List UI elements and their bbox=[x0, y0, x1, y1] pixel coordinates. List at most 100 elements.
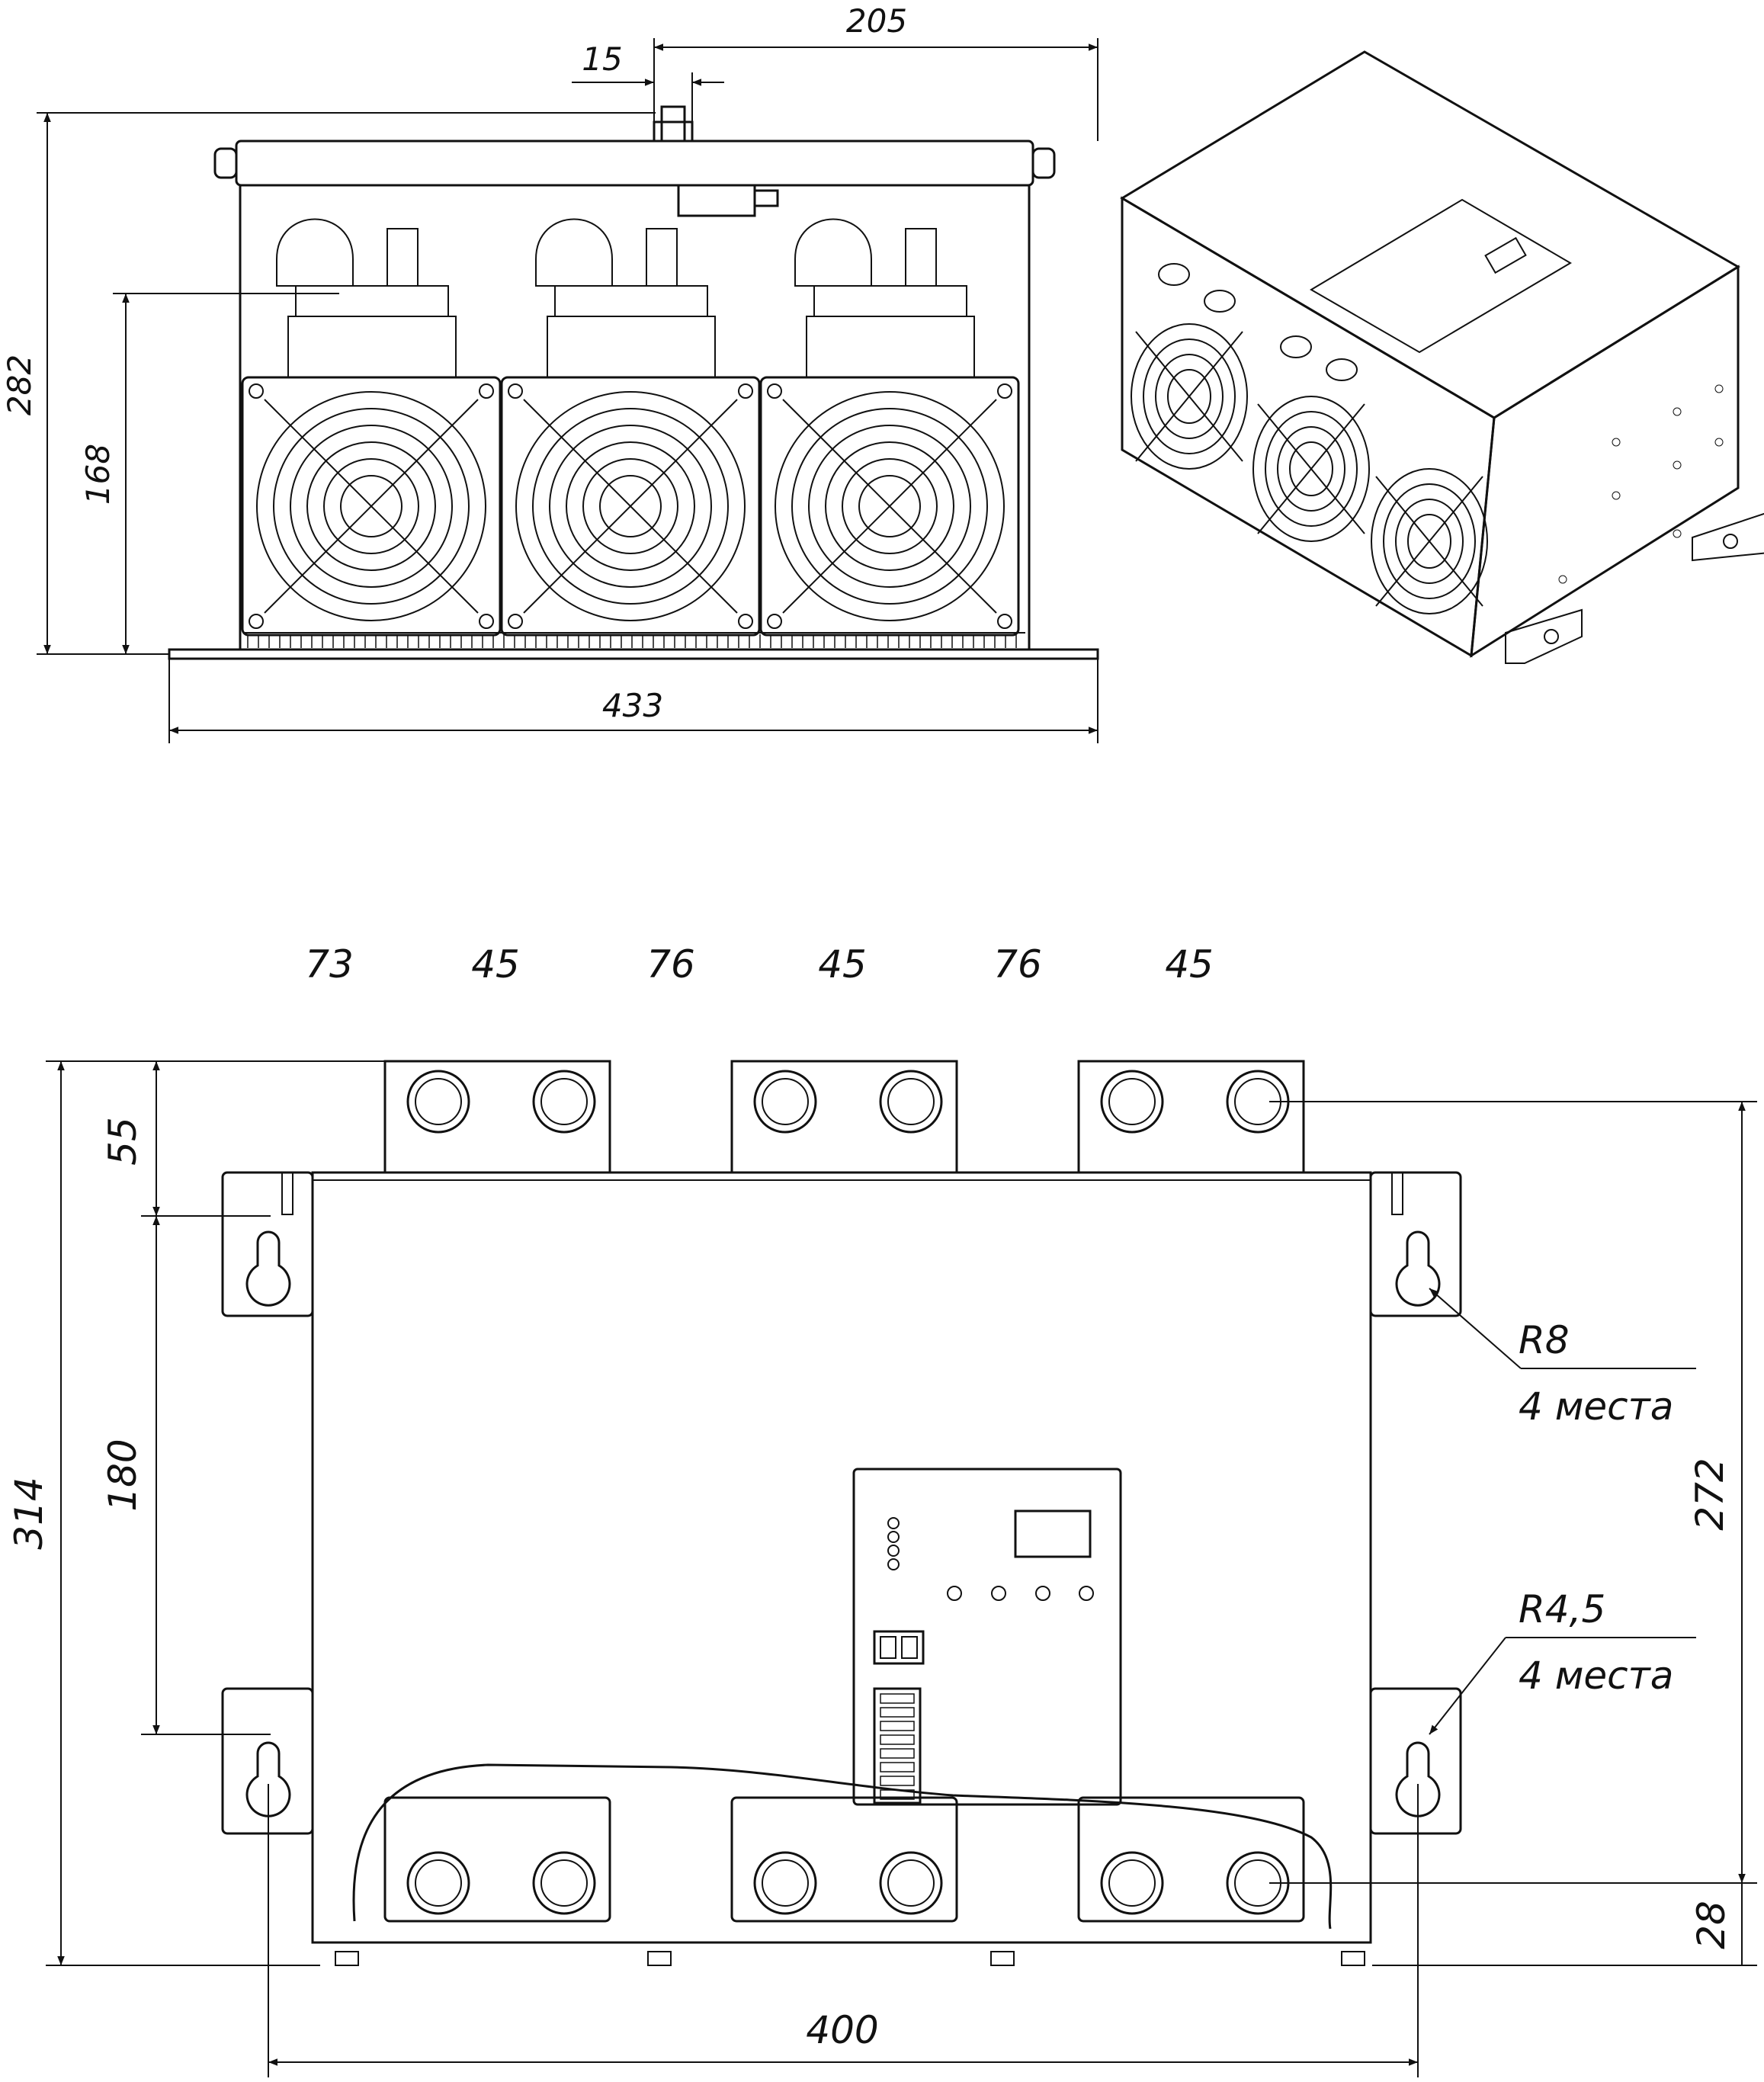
iso-bolt bbox=[1326, 358, 1358, 381]
iso-fan-ring bbox=[1167, 369, 1211, 424]
base-foot bbox=[990, 1951, 1015, 1966]
lifting-ring bbox=[794, 218, 872, 287]
iso-fan-ring bbox=[1371, 468, 1488, 614]
fan-grill-ring bbox=[791, 408, 988, 605]
top-cover bbox=[235, 140, 1034, 187]
dim-314-label: 314 bbox=[7, 1477, 51, 1549]
keyhole bbox=[245, 1230, 291, 1307]
bolt-outer bbox=[406, 1851, 470, 1915]
bolt-inner bbox=[762, 1078, 809, 1125]
button-dot bbox=[1079, 1586, 1094, 1601]
busbars-bottom bbox=[383, 1796, 1305, 1923]
busbar bbox=[383, 1060, 611, 1173]
iso-fan-ring bbox=[1155, 354, 1224, 439]
dim-55: 55 bbox=[101, 1061, 271, 1217]
terminal-body bbox=[547, 316, 716, 378]
top-connector bbox=[660, 105, 686, 143]
button-dot bbox=[947, 1586, 962, 1601]
fan-grill-ring bbox=[599, 475, 662, 537]
fan-strut bbox=[523, 399, 738, 614]
callout-r45: R4,5 4 места bbox=[1429, 1587, 1696, 1735]
dim-180: 180 bbox=[101, 1216, 271, 1735]
iso-control-panel bbox=[1310, 198, 1572, 354]
bolt-inner bbox=[1108, 1859, 1156, 1907]
fan-screw bbox=[767, 614, 782, 629]
led bbox=[887, 1531, 900, 1543]
bolt-inner bbox=[1108, 1078, 1156, 1125]
bolt bbox=[386, 228, 419, 287]
terminal-top bbox=[295, 285, 449, 317]
base-foot bbox=[647, 1951, 672, 1966]
main-body bbox=[311, 1171, 1372, 1944]
led bbox=[887, 1545, 900, 1557]
callout-r8: R8 4 места bbox=[1429, 1288, 1696, 1429]
callout-r8-label: R8 bbox=[1519, 1318, 1570, 1362]
dim-272: 272 bbox=[1269, 1101, 1757, 1884]
fan-grill-ring bbox=[858, 475, 921, 537]
isometric-view bbox=[1120, 50, 1764, 664]
fan-grill-ring bbox=[515, 391, 746, 621]
fan-screw bbox=[249, 614, 264, 629]
lifting-ring bbox=[535, 218, 613, 287]
bolt-outer bbox=[879, 1070, 943, 1134]
dim-400: 400 bbox=[268, 1784, 1419, 2077]
bolt-outer bbox=[406, 1070, 470, 1134]
fan-grill-ring bbox=[256, 391, 486, 621]
dim-15-label: 15 bbox=[582, 40, 622, 78]
iso-fans bbox=[1131, 263, 1488, 614]
dim-400-label: 400 bbox=[806, 2008, 878, 2052]
panel-leds bbox=[887, 1517, 1094, 1601]
front-view: 205 15 282 168 433 bbox=[1, 2, 1099, 743]
keyhole bbox=[245, 1741, 291, 1817]
dim-45a-label: 45 bbox=[471, 942, 520, 986]
base-foot bbox=[1341, 1951, 1365, 1966]
iso-screw bbox=[1673, 407, 1682, 416]
fan-grill-ring bbox=[532, 408, 729, 605]
fan-grill-ring bbox=[582, 458, 678, 554]
dim-168: 168 bbox=[79, 293, 339, 654]
fan-grill-ring bbox=[808, 425, 971, 588]
bolt-inner bbox=[415, 1078, 462, 1125]
fan-grill-ring bbox=[566, 441, 695, 571]
fan-screw bbox=[767, 383, 782, 399]
fan-grill-ring bbox=[340, 475, 403, 537]
iso-fan-strut bbox=[1257, 403, 1365, 534]
iso-right-face bbox=[1470, 265, 1740, 658]
right-knob bbox=[1031, 147, 1056, 179]
base-foot bbox=[335, 1951, 359, 1966]
bolt-outer bbox=[1100, 1851, 1164, 1915]
fan-screw bbox=[479, 383, 494, 399]
bolt-outer bbox=[532, 1851, 596, 1915]
terminal-pin bbox=[880, 1693, 915, 1704]
fan-grill-ring bbox=[306, 441, 436, 571]
terminal-pin bbox=[880, 1734, 915, 1745]
iso-front-face bbox=[1121, 196, 1496, 658]
iso-fan-ring bbox=[1395, 499, 1464, 584]
keyhole-slots bbox=[245, 1230, 1441, 1817]
cutaway-outline bbox=[352, 1763, 1333, 1930]
dim-28: 28 bbox=[1372, 1883, 1757, 1966]
dim-76a-label: 76 bbox=[646, 942, 695, 986]
mount-tab-tl bbox=[221, 1171, 314, 1317]
iso-fan-ring bbox=[1143, 338, 1236, 454]
bolt-outer bbox=[753, 1070, 817, 1134]
bolt bbox=[905, 228, 937, 287]
bolt-inner bbox=[415, 1859, 462, 1907]
fan-grill-ring bbox=[549, 425, 712, 588]
fan-screw bbox=[997, 383, 1012, 399]
dim-45c-label: 45 bbox=[1165, 942, 1214, 986]
iso-fan-strut bbox=[1135, 331, 1243, 462]
mount-tab-br bbox=[1369, 1687, 1462, 1835]
dim-272-label: 272 bbox=[1688, 1458, 1732, 1530]
fan-strut bbox=[264, 399, 479, 614]
iso-fan-ring bbox=[1383, 483, 1476, 599]
bolt-inner bbox=[887, 1859, 935, 1907]
iso-fan-strut bbox=[1375, 476, 1483, 607]
iso-screw bbox=[1612, 491, 1621, 500]
iso-bolt bbox=[1280, 335, 1312, 358]
iso-fan-ring bbox=[1131, 323, 1248, 470]
iso-fan-ring bbox=[1252, 396, 1370, 542]
iso-fan-ring bbox=[1407, 514, 1451, 569]
fin-lines bbox=[247, 634, 1017, 648]
